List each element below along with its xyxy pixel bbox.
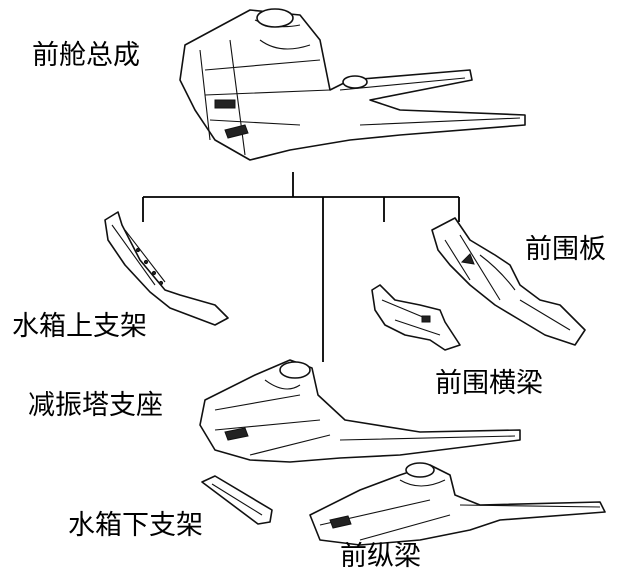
radiator-lower-support-drawing (201, 475, 273, 525)
label-shock-tower-mount: 减振塔支座 (28, 390, 163, 421)
front-compartment-assembly-drawing (179, 8, 526, 161)
label-radiator-lower-support: 水箱下支架 (68, 510, 203, 541)
label-front-rail: 前纵梁 (340, 541, 421, 572)
label-dash-panel: 前围板 (525, 234, 606, 265)
dash-panel-drawing (431, 217, 586, 346)
radiator-upper-support-drawing (104, 211, 229, 326)
label-radiator-upper-support: 水箱上支架 (12, 311, 147, 342)
shock-tower-mount-drawing (199, 359, 521, 463)
cowl-crossmember-drawing (371, 284, 461, 351)
title-front-compartment-assembly: 前舱总成 (32, 40, 140, 71)
label-cowl-crossmember: 前围横梁 (435, 368, 543, 399)
hierarchy-connectors (142, 172, 460, 362)
front-rail-drawing (309, 462, 606, 546)
